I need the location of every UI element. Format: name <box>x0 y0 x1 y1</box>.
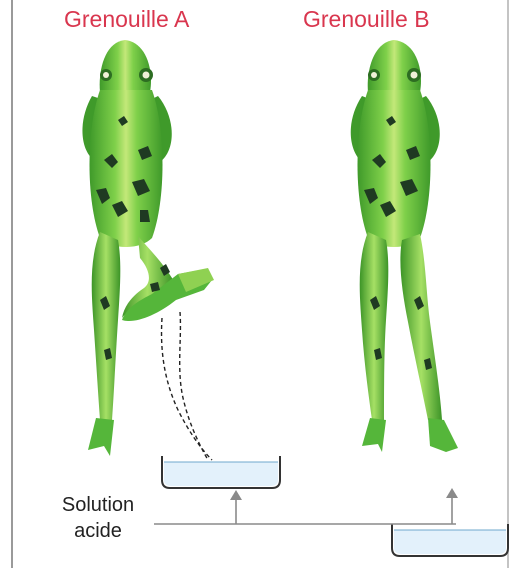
acid-dish-a <box>162 456 280 488</box>
frog-a <box>82 40 214 456</box>
solution-label-line2: acide <box>48 518 148 544</box>
frog-b-label: Grenouille B <box>303 6 430 33</box>
frog-b <box>351 40 458 452</box>
arrow-up-a <box>230 490 242 500</box>
solution-label-line1: Solution <box>48 492 148 518</box>
acid-connector-arrows <box>154 488 458 524</box>
arrow-up-b <box>446 488 458 498</box>
dashed-foot-path-1 <box>162 318 212 460</box>
frog-a-label: Grenouille A <box>64 6 189 33</box>
acid-dish-b <box>392 524 508 556</box>
